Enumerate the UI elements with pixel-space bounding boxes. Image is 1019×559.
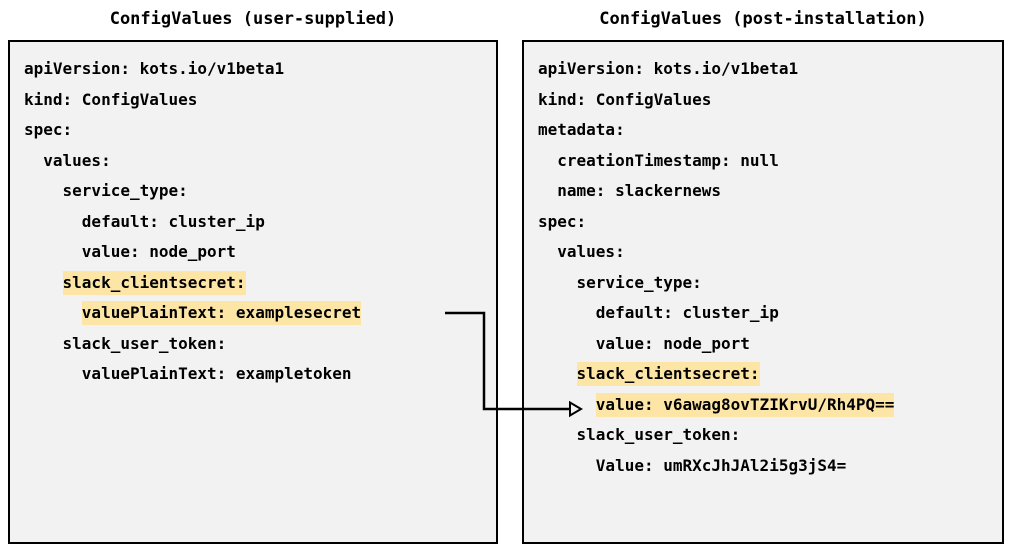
yaml-line-text: default: cluster_ip bbox=[81, 211, 265, 231]
yaml-indent bbox=[24, 181, 63, 200]
yaml-line: default: cluster_ip bbox=[24, 207, 496, 238]
yaml-line-text: kind: ConfigValues bbox=[24, 89, 198, 109]
yaml-line: slack_clientsecret: bbox=[538, 359, 1002, 390]
yaml-indent bbox=[538, 364, 577, 383]
yaml-line-text: apiVersion: kots.io/v1beta1 bbox=[24, 59, 285, 78]
yaml-line-text: values: bbox=[43, 150, 111, 170]
yaml-line-text: creationTimestamp: null bbox=[557, 150, 779, 170]
yaml-line-text: value: node_port bbox=[81, 242, 236, 261]
yaml-line-text: spec: bbox=[24, 120, 73, 139]
yaml-line: service_type: bbox=[24, 176, 496, 207]
right-panel-title: ConfigValues (post-installation) bbox=[599, 9, 927, 29]
yaml-line-text: default: cluster_ip bbox=[595, 303, 779, 322]
yaml-line-text: slack_clientsecret: bbox=[62, 270, 246, 295]
left-yaml-code-block: apiVersion: kots.io/v1beta1 kind: ConfigV… bbox=[24, 54, 496, 390]
yaml-line-text: name: slackernews bbox=[557, 181, 722, 200]
yaml-line: value: node_port bbox=[538, 329, 1002, 360]
yaml-line-text: spec: bbox=[538, 211, 587, 231]
yaml-line-text: slack_user_token: bbox=[576, 425, 741, 444]
yaml-line: values: bbox=[24, 146, 496, 177]
yaml-line: slack_user_token: bbox=[538, 420, 1002, 451]
yaml-indent bbox=[538, 151, 557, 170]
yaml-line-text: metadata: bbox=[538, 120, 625, 139]
yaml-indent bbox=[538, 456, 596, 475]
yaml-indent bbox=[538, 425, 577, 444]
yaml-line: slack_clientsecret: bbox=[24, 268, 496, 299]
yaml-line-text: valuePlainText: exampletoken bbox=[81, 364, 352, 383]
yaml-line-text: valuePlainText: examplesecret bbox=[81, 301, 362, 325]
yaml-line-text: slack_user_token: bbox=[62, 333, 227, 353]
right-config-panel: apiVersion: kots.io/v1beta1 kind: ConfigV… bbox=[522, 40, 1004, 544]
yaml-indent bbox=[538, 395, 596, 414]
yaml-indent bbox=[24, 273, 63, 292]
yaml-indent bbox=[538, 303, 596, 322]
yaml-indent bbox=[24, 242, 82, 261]
yaml-line: default: cluster_ip bbox=[538, 298, 1002, 329]
yaml-indent bbox=[538, 334, 596, 353]
yaml-indent bbox=[24, 151, 43, 170]
yaml-line-text: apiVersion: kots.io/v1beta1 bbox=[538, 59, 799, 78]
yaml-indent bbox=[24, 212, 82, 231]
yaml-line: kind: ConfigValues bbox=[538, 85, 1002, 116]
yaml-line: name: slackernews bbox=[538, 176, 1002, 207]
yaml-line: Value: umRXcJhJAl2i5g3jS4= bbox=[538, 451, 1002, 482]
yaml-line-text: value: node_port bbox=[595, 333, 750, 353]
yaml-line: slack_user_token: bbox=[24, 329, 496, 360]
yaml-line: valuePlainText: exampletoken bbox=[24, 359, 496, 390]
yaml-line: apiVersion: kots.io/v1beta1 bbox=[24, 54, 496, 85]
yaml-line: spec: bbox=[24, 115, 496, 146]
left-panel-title: ConfigValues (user-supplied) bbox=[109, 9, 397, 29]
yaml-indent bbox=[538, 273, 577, 292]
right-yaml-code-block: apiVersion: kots.io/v1beta1 kind: ConfigV… bbox=[538, 54, 1002, 481]
yaml-line-text: slack_clientsecret: bbox=[576, 362, 760, 386]
yaml-line: kind: ConfigValues bbox=[24, 85, 496, 116]
yaml-line: spec: bbox=[538, 207, 1002, 238]
yaml-line-text: value: v6awag8ovTZIKrvU/Rh4PQ== bbox=[595, 392, 895, 417]
yaml-line-text: kind: ConfigValues bbox=[538, 89, 712, 109]
yaml-line: value: node_port bbox=[24, 237, 496, 268]
yaml-line-text: service_type: bbox=[62, 181, 188, 200]
yaml-line-text: Value: umRXcJhJAl2i5g3jS4= bbox=[595, 455, 847, 475]
yaml-line: service_type: bbox=[538, 268, 1002, 299]
yaml-line: creationTimestamp: null bbox=[538, 146, 1002, 177]
yaml-line: value: v6awag8ovTZIKrvU/Rh4PQ== bbox=[538, 390, 1002, 421]
left-config-panel: apiVersion: kots.io/v1beta1 kind: ConfigV… bbox=[8, 40, 498, 544]
yaml-line: metadata: bbox=[538, 115, 1002, 146]
yaml-indent bbox=[24, 364, 82, 383]
yaml-line: valuePlainText: examplesecret bbox=[24, 298, 496, 329]
yaml-indent bbox=[538, 181, 557, 200]
yaml-indent bbox=[538, 242, 557, 261]
yaml-indent bbox=[24, 303, 82, 322]
yaml-line: values: bbox=[538, 237, 1002, 268]
yaml-line: apiVersion: kots.io/v1beta1 bbox=[538, 54, 1002, 85]
yaml-line-text: service_type: bbox=[576, 272, 702, 292]
yaml-indent bbox=[24, 334, 63, 353]
yaml-line-text: values: bbox=[557, 242, 625, 261]
